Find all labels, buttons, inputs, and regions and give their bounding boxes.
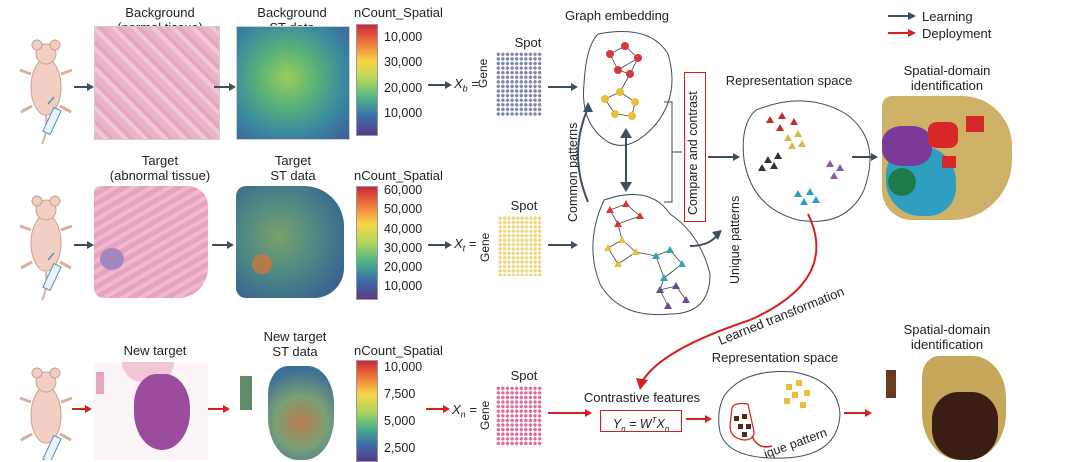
domain-fragment	[886, 370, 896, 398]
learning-arrow	[708, 153, 740, 161]
deployment-arrow	[72, 405, 92, 413]
compare-contrast-label: Compare and contrast	[686, 91, 700, 215]
gene-label: Gene	[476, 58, 490, 88]
colorbar-tick: 20,000	[384, 81, 423, 95]
contrastive-features-label: Contrastive features	[583, 390, 701, 405]
colorbar	[356, 24, 378, 136]
deployment-arrow	[686, 415, 712, 423]
lesion-spot	[100, 248, 124, 270]
colorbar-tick: 10,000	[384, 106, 423, 120]
domain-red	[928, 122, 958, 148]
matrix-variable: Xt =	[454, 236, 477, 254]
deployment-arrow	[548, 409, 592, 417]
domain-red	[942, 156, 956, 168]
colorbar-tick: 7,500	[384, 387, 416, 401]
colorbar-tick: 2,500	[384, 441, 416, 455]
learning-arrow	[428, 241, 452, 249]
learning-arrow	[428, 81, 452, 89]
st-data-image	[236, 362, 346, 460]
tissue-label: Target(abnormal tissue)	[109, 153, 211, 183]
legend-deployment-icon	[888, 29, 916, 37]
gene-label: Gene	[478, 232, 492, 262]
gene-spot-matrix	[498, 216, 542, 276]
legend-learning-icon	[888, 12, 916, 20]
tissue-mass	[134, 374, 190, 450]
mouse-icon	[19, 367, 73, 460]
colorbar-tick: 10,000	[384, 279, 423, 293]
formula-box: Yn = WTXn	[600, 410, 682, 434]
spot-label: Spot	[510, 368, 538, 383]
colorbar-tick: 30,000	[384, 55, 423, 69]
matrix-variable: Xb =	[454, 76, 479, 94]
colorbar-tick: 40,000	[384, 222, 423, 236]
legend-learning: Learning	[922, 9, 973, 24]
common-patterns-label: Common patterns	[566, 122, 580, 222]
representation-space-diagram	[742, 100, 871, 222]
spatial-domain-map-deploy	[882, 356, 1018, 460]
learning-arrow	[74, 241, 94, 249]
st-data-image	[236, 26, 350, 140]
representation-space-deploy	[718, 371, 841, 459]
learning-arrow	[548, 241, 578, 249]
domain-red	[966, 116, 984, 132]
colorbar-tick: 10,000	[384, 30, 423, 44]
deployment-arrow	[208, 405, 230, 413]
deployment-curve	[636, 213, 818, 390]
deployment-arrow	[426, 405, 450, 413]
tissue-fragment	[96, 372, 104, 394]
graph-embedding-title: Graph embedding	[564, 8, 670, 23]
compare-contrast-box: Compare and contrast	[684, 72, 706, 222]
learning-arrow	[74, 83, 94, 91]
domain-green	[888, 168, 916, 196]
colorbar-tick: 20,000	[384, 260, 423, 274]
st-tissue	[268, 366, 334, 460]
learning-arrow	[852, 153, 878, 161]
colorbar	[356, 360, 378, 462]
gene-label: Gene	[478, 400, 492, 430]
spatial-domain-map	[882, 96, 1018, 220]
colorbar-tick: 5,000	[384, 414, 416, 428]
st-data-image	[236, 186, 344, 298]
he-tissue-image	[94, 362, 208, 460]
st-fragment	[240, 376, 252, 410]
colorbar-title: nCount_Spatial	[354, 5, 443, 20]
representation-space-title-deploy: Representation space	[711, 350, 839, 365]
colorbar-title: nCount_Spatial	[354, 343, 443, 358]
gene-spot-matrix	[496, 386, 542, 446]
colorbar-tick: 50,000	[384, 202, 423, 216]
learning-arrow	[214, 83, 236, 91]
deployment-arrow	[844, 409, 872, 417]
domain-dark	[932, 392, 998, 460]
spot-label: Spot	[510, 198, 538, 213]
colorbar-tick: 30,000	[384, 241, 423, 255]
comparison-bracket	[664, 101, 682, 203]
he-tissue-image	[94, 26, 220, 140]
colorbar-title: nCount_Spatial	[354, 168, 443, 183]
mouse-icon	[19, 195, 73, 301]
colorbar-tick: 10,000	[384, 360, 423, 374]
gene-spot-matrix	[496, 52, 542, 116]
legend-deployment: Deployment	[922, 26, 992, 41]
graph-embedding-diagram	[577, 31, 722, 316]
colorbar-tick: 60,000	[384, 183, 423, 197]
learning-arrow	[212, 241, 234, 249]
matrix-variable: Xn =	[452, 402, 477, 420]
mouse-icon	[19, 39, 73, 145]
he-tissue-image	[94, 186, 208, 298]
tissue-label: New target	[123, 343, 187, 358]
spot-label: Spot	[514, 35, 542, 50]
domain-purple	[882, 126, 932, 166]
representation-space-title: Representation space	[725, 73, 853, 88]
hotspot	[252, 254, 272, 274]
learning-arrow	[548, 83, 578, 91]
colorbar	[356, 186, 378, 300]
